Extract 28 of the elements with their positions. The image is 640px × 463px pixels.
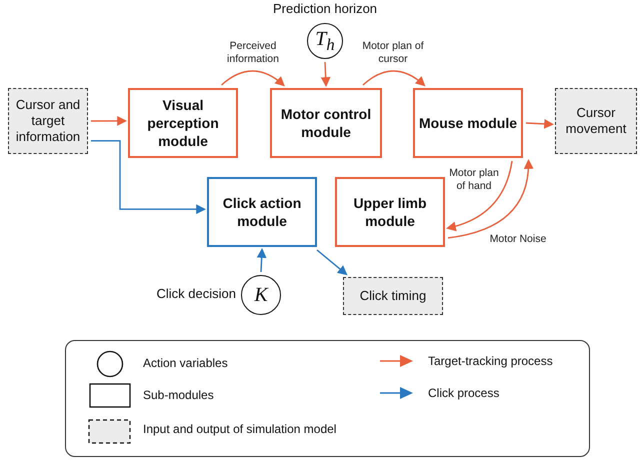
variable-circle: K — [241, 275, 281, 315]
module-box: Motor control module — [270, 88, 382, 158]
legend-label: Action variables — [143, 356, 228, 370]
legend-label: Target-tracking process — [428, 354, 553, 368]
variable-label: Prediction horizon — [272, 1, 378, 16]
module-box: Mouse module — [413, 88, 523, 158]
arrow — [526, 119, 554, 129]
output-box: Cursor movement — [555, 88, 637, 154]
arrow — [316, 249, 348, 276]
legend-label: Sub-modules — [143, 388, 214, 402]
arrow — [221, 70, 285, 86]
module-box: Click action module — [207, 177, 317, 247]
arrow — [256, 248, 267, 272]
input-box: Cursor and target information — [8, 88, 88, 154]
arrow — [446, 160, 513, 231]
variable-circle: T$_{h}$ — [307, 23, 343, 59]
module-box: Upper limb module — [335, 177, 445, 247]
legend-label: Click process — [428, 386, 500, 400]
arrow — [320, 62, 331, 87]
arrow — [362, 70, 426, 86]
variable-label: Click decision — [156, 286, 236, 301]
arrow — [91, 140, 206, 214]
arrow — [91, 116, 127, 126]
output-box: Click timing — [343, 277, 443, 315]
legend-label: Input and output of simulation model — [143, 422, 336, 436]
edge-label: Motor plan of hand — [447, 167, 501, 192]
module-box: Visual perception module — [128, 88, 238, 158]
arrow — [448, 159, 534, 239]
